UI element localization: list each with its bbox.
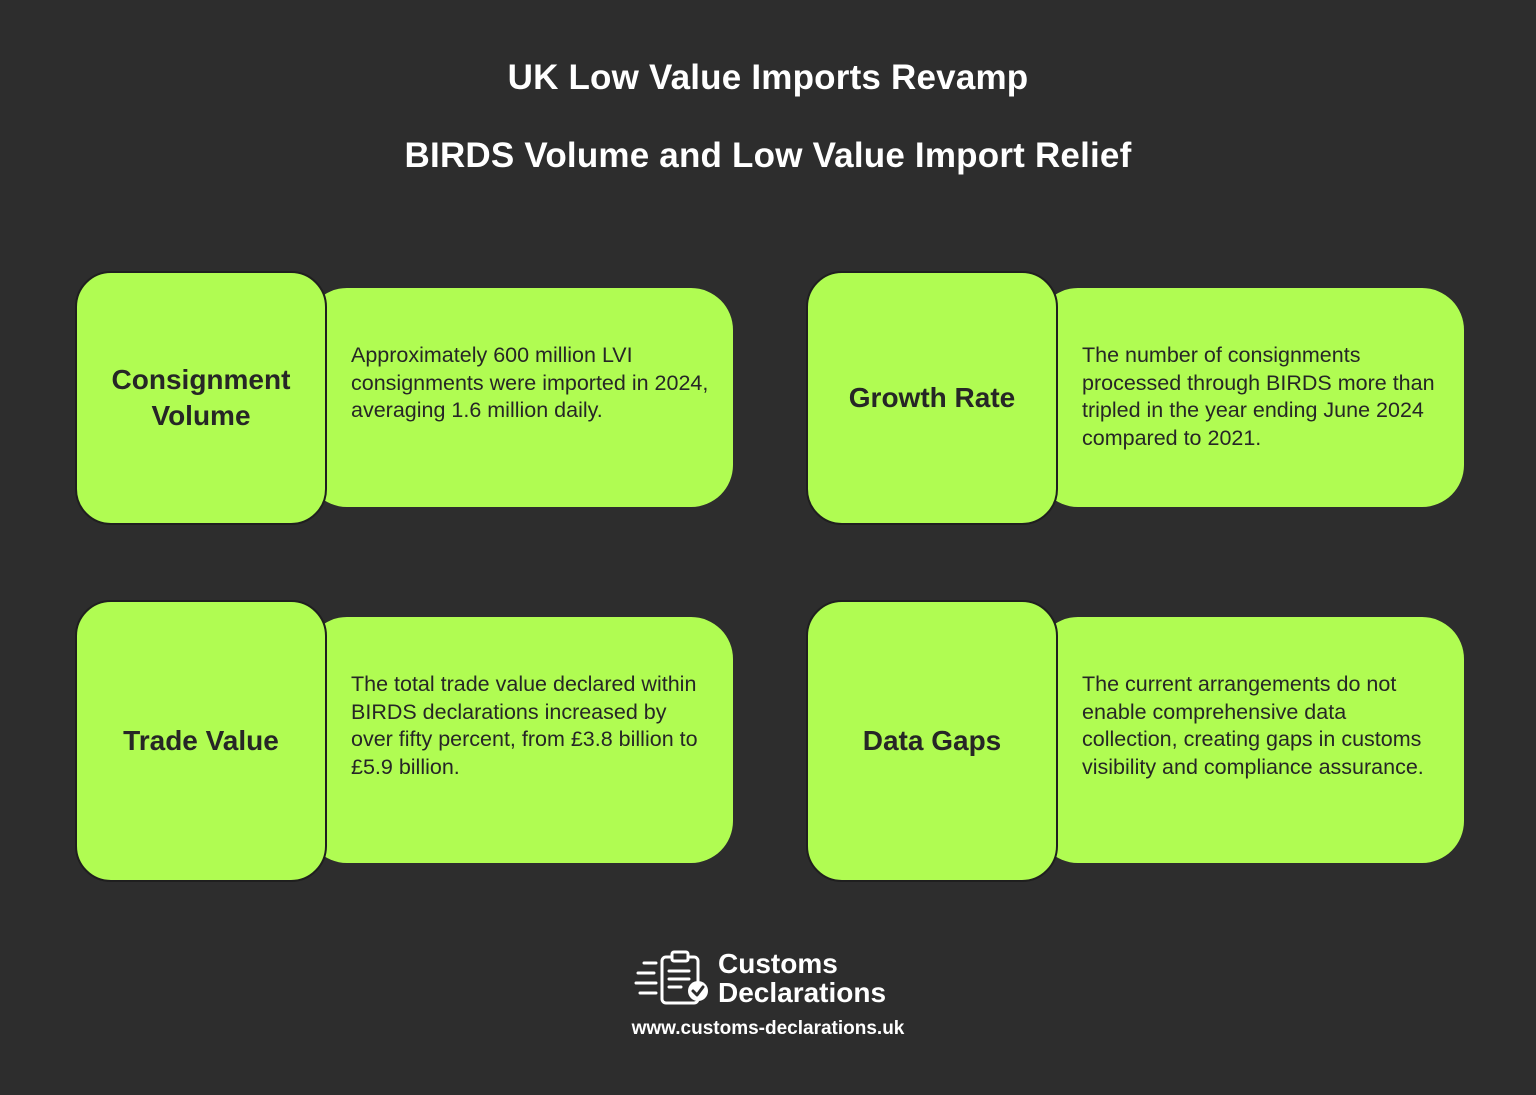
- card-label: Growth Rate: [848, 382, 1016, 413]
- card-data-gaps: The current arrangements do not enable c…: [806, 600, 1464, 882]
- card-description: Approximately 600 million LVI consignmen…: [305, 288, 733, 507]
- card-description-text: The current arrangements do not enable c…: [1082, 672, 1424, 779]
- brand-line-1: Customs: [718, 948, 838, 979]
- page-subtitle: BIRDS Volume and Low Value Import Relief: [404, 136, 1132, 175]
- brand-name: Customs Declarations: [718, 949, 886, 1007]
- brand-logo: Customs Declarations: [634, 948, 886, 1008]
- card-label: Trade Value: [123, 725, 279, 756]
- card-label-box: Trade Value: [75, 600, 327, 882]
- card-description: The number of consignments processed thr…: [1036, 288, 1464, 507]
- card-label-box: Consignment Volume: [75, 271, 327, 525]
- card-label-box: Growth Rate: [806, 271, 1058, 525]
- card-description: The total trade value declared within BI…: [305, 617, 733, 863]
- card-label: Data Gaps: [862, 725, 1002, 756]
- page-title: UK Low Value Imports Revamp: [507, 58, 1029, 97]
- card-description-text: The number of consignments processed thr…: [1082, 343, 1435, 450]
- website-url[interactable]: www.customs-declarations.uk: [631, 1018, 905, 1039]
- clipboard-check-icon: [634, 950, 708, 1005]
- card-label: Consignment Volume: [111, 364, 291, 431]
- card-description-text: The total trade value declared within BI…: [351, 672, 698, 779]
- card-consignment-volume: Approximately 600 million LVI consignmen…: [75, 271, 733, 525]
- card-description: The current arrangements do not enable c…: [1036, 617, 1464, 863]
- card-trade-value: The total trade value declared within BI…: [75, 600, 733, 882]
- card-label-box: Data Gaps: [806, 600, 1058, 882]
- brand-line-2: Declarations: [718, 977, 887, 1008]
- card-growth-rate: The number of consignments processed thr…: [806, 271, 1464, 525]
- card-description-text: Approximately 600 million LVI consignmen…: [351, 343, 709, 422]
